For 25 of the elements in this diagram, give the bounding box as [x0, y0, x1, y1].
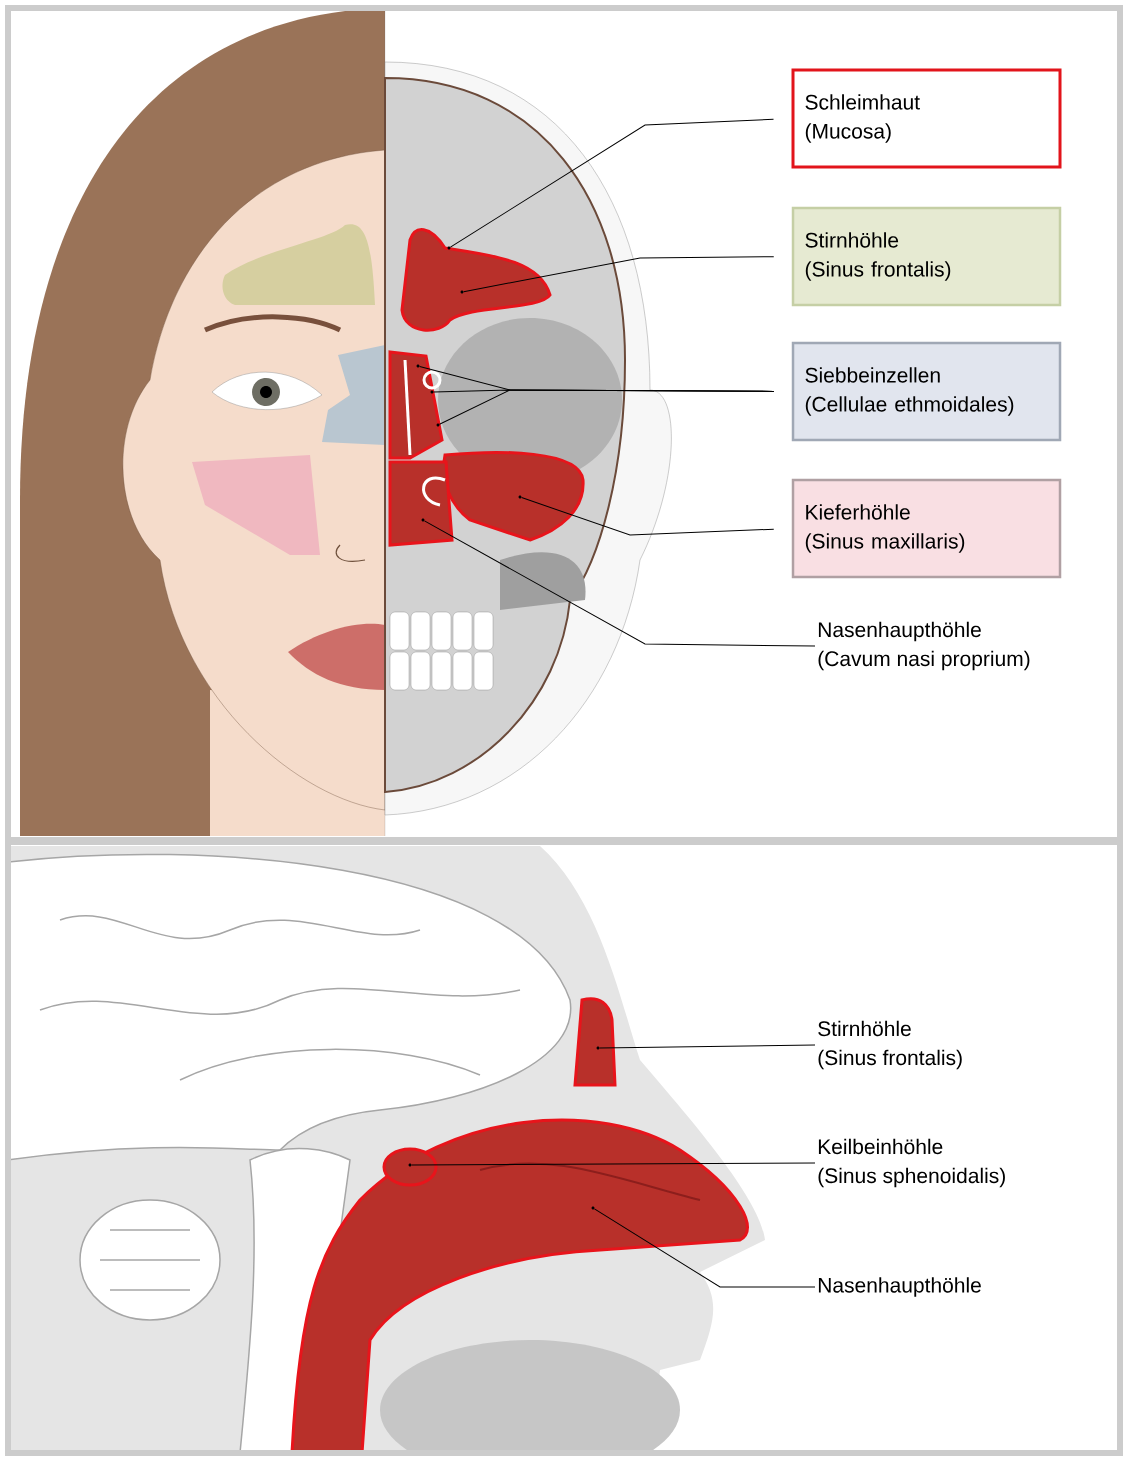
- leader-end-point: [436, 423, 440, 427]
- leader-end-point: [416, 364, 420, 368]
- leader-line: [599, 1044, 816, 1049]
- leader-line: [439, 389, 775, 425]
- label-box: Kieferhöhle (Sinus maxillaris): [791, 478, 1062, 579]
- leader-end-point: [591, 1206, 595, 1210]
- leader-line: [521, 497, 775, 536]
- label-box: Schleimhaut (Mucosa): [791, 68, 1062, 169]
- leader-end-point: [430, 390, 434, 394]
- leader-end-point: [460, 290, 464, 294]
- leader-end-point: [596, 1046, 600, 1050]
- leader-line: [424, 520, 816, 647]
- label-box: Stirnhöhle (Sinus frontalis): [791, 206, 1062, 307]
- leader-line: [411, 1162, 816, 1166]
- leader-end-point: [518, 495, 522, 499]
- leader-line: [463, 256, 775, 293]
- label-box: Siebbeinzellen (Cellulae ethmoidales): [791, 341, 1062, 442]
- label-text: Keilbeinhöhle (Sinus sphenoidalis): [818, 1138, 1005, 1188]
- leader-end-point: [408, 1163, 412, 1167]
- label-text: Nasenhaupthöhle (Cavum nasi proprium): [818, 621, 1030, 671]
- leader-end-point: [421, 518, 425, 522]
- leader-line: [593, 1208, 816, 1288]
- leader-end-point: [447, 246, 451, 250]
- label-text: Stirnhöhle (Sinus frontalis): [818, 1020, 962, 1070]
- label-text: Nasenhaupthöhle: [818, 1277, 981, 1297]
